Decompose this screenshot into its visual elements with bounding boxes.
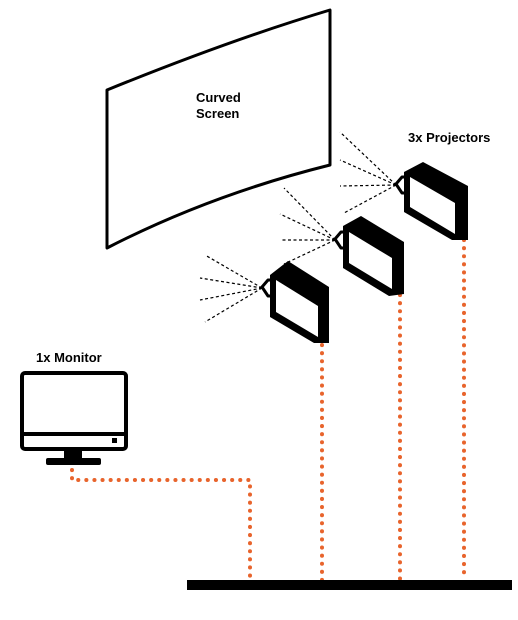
light-beams-2-icon (279, 187, 336, 265)
light-beams-3-icon (339, 131, 397, 214)
monitor-icon (20, 371, 128, 465)
cable-lines (70, 238, 466, 582)
screen-label-line2: Screen (196, 106, 240, 121)
floor-bar-icon (187, 580, 512, 590)
screen-label: Curved Screen (196, 90, 241, 122)
screen-label-line1: Curved (196, 90, 241, 105)
projectors-label: 3x Projectors (408, 130, 491, 145)
monitor-label: 1x Monitor (36, 350, 102, 365)
light-beams-1-icon (199, 254, 263, 323)
projector-1 (199, 254, 329, 343)
projector-3 (339, 131, 468, 240)
monitor-cable (70, 468, 252, 582)
curved-screen-icon (105, 8, 332, 250)
projector-2 (279, 187, 404, 296)
